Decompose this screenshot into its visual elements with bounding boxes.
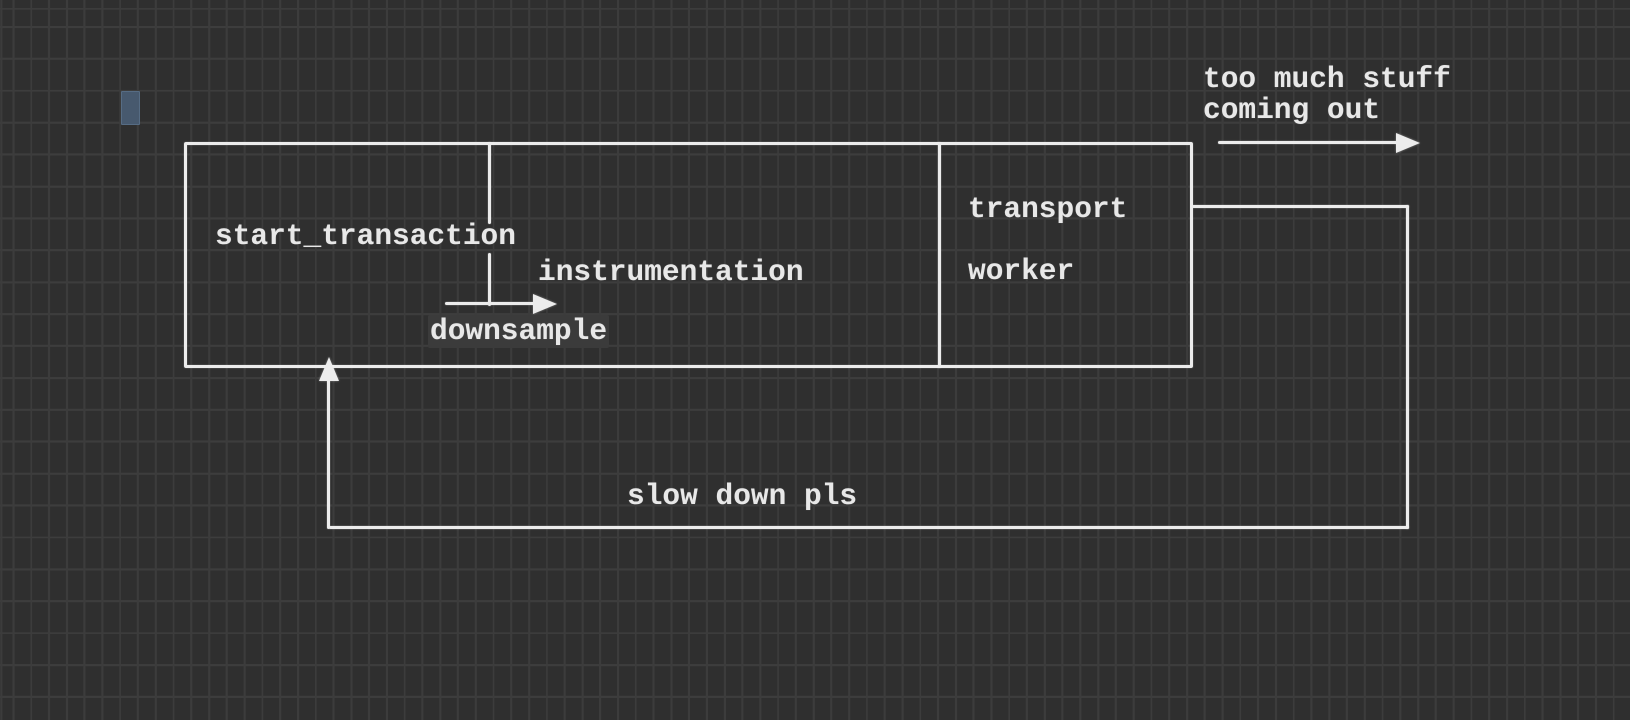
instrumentation-divider-upper[interactable]	[488, 142, 491, 224]
overflow-arrow-line	[1218, 141, 1398, 144]
downsample-arrow-line	[445, 302, 535, 305]
backpressure-note[interactable]: slow down pls	[627, 479, 858, 513]
text-cursor	[121, 91, 140, 125]
downsample-arrowhead-icon	[533, 294, 557, 314]
feedback-loop-left-segment	[327, 380, 330, 529]
transport-divider-line[interactable]	[938, 142, 941, 368]
feedback-arrowhead-icon	[319, 357, 339, 381]
feedback-loop-bottom-segment	[329, 526, 1409, 529]
overflow-note-line2[interactable]: coming out	[1203, 93, 1381, 127]
downsample-label[interactable]: downsample	[430, 314, 608, 348]
instrumentation-divider-lower[interactable]	[488, 253, 491, 306]
start-transaction-label[interactable]: start_transaction	[215, 219, 516, 253]
instrumentation-label[interactable]: instrumentation	[538, 255, 804, 289]
feedback-loop-right-segment	[1406, 205, 1409, 529]
downsample-label-highlight[interactable]	[428, 315, 609, 348]
overflow-note-line1[interactable]: too much stuff	[1203, 62, 1451, 96]
pipeline-box[interactable]	[184, 142, 1193, 368]
worker-label[interactable]: worker	[968, 254, 1075, 288]
transport-label[interactable]: transport	[968, 192, 1128, 226]
overflow-arrowhead-icon	[1396, 133, 1420, 153]
feedback-loop-top-segment	[1192, 205, 1409, 208]
